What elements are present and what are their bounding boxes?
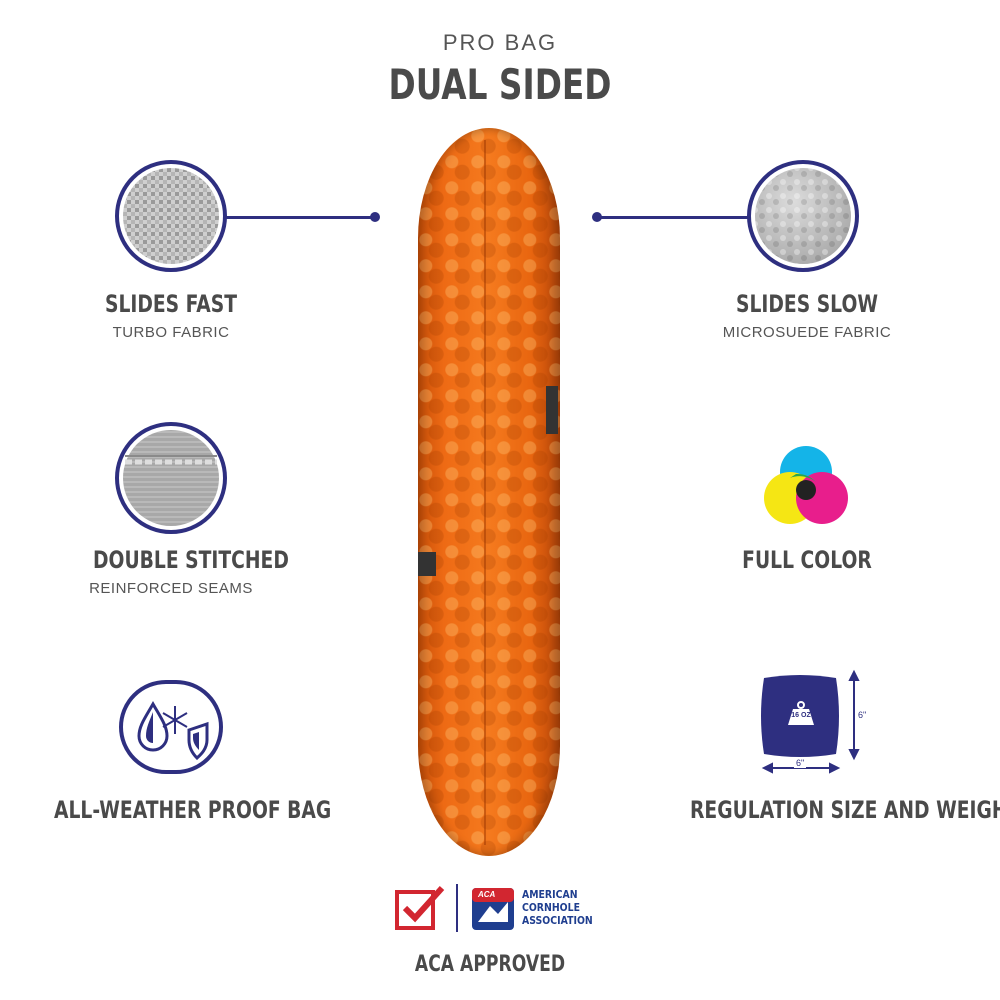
feature-subtitle-turbo-fabric: TURBO FABRIC bbox=[112, 324, 230, 341]
aca-org-line: CORNHOLE bbox=[522, 901, 580, 914]
feature-title-slides-slow: SLIDES SLOW bbox=[735, 290, 879, 318]
connector-line bbox=[226, 216, 376, 219]
weight-icon bbox=[787, 700, 815, 726]
aca-approved-label: ACA APPROVED bbox=[414, 952, 566, 977]
eyebrow-text: PRO BAG bbox=[442, 30, 558, 55]
cmy-color-circles-icon bbox=[760, 444, 852, 528]
aca-org-line: AMERICAN bbox=[522, 888, 578, 901]
bag-seam bbox=[484, 140, 486, 845]
weight-label: 16 OZ bbox=[791, 712, 811, 719]
bag-tag bbox=[418, 552, 436, 576]
page-title: DUAL SIDED bbox=[388, 60, 612, 109]
connector-dot bbox=[370, 212, 380, 222]
stitched-seam-swatch-icon bbox=[115, 422, 227, 534]
feature-title-double-stitched: DOUBLE STITCHED bbox=[93, 546, 289, 574]
weather-drop-snowflake-shield-icon bbox=[119, 680, 223, 774]
feature-subtitle-microsuede-fabric: MICROSUEDE FABRIC bbox=[722, 324, 892, 341]
feature-title-regulation: REGULATION SIZE AND WEIGHT bbox=[690, 796, 1000, 824]
width-dimension-label: 6" bbox=[794, 758, 807, 768]
feature-title-slides-fast: SLIDES FAST bbox=[104, 290, 238, 318]
turbo-fabric-swatch-icon bbox=[115, 160, 227, 272]
aca-logo bbox=[472, 888, 514, 930]
aca-org-name: AMERICAN CORNHOLE ASSOCIATION bbox=[522, 888, 593, 927]
aca-logo-text: ACA bbox=[478, 890, 496, 899]
connector-line bbox=[598, 216, 748, 219]
connector-dot bbox=[592, 212, 602, 222]
microsuede-fabric-swatch-icon bbox=[747, 160, 859, 272]
cornhole-bag-image bbox=[418, 128, 560, 856]
divider bbox=[456, 884, 458, 932]
feature-title-all-weather: ALL-WEATHER PROOF BAG bbox=[54, 796, 332, 824]
checkmark-box-icon bbox=[394, 884, 448, 932]
feature-subtitle-reinforced-seams: REINFORCED SEAMS bbox=[89, 580, 253, 597]
feature-title-full-color: FULL COLOR bbox=[742, 546, 872, 574]
aca-org-line: ASSOCIATION bbox=[522, 914, 593, 927]
height-dimension-label: 6" bbox=[858, 710, 867, 720]
bag-tag bbox=[546, 386, 558, 434]
